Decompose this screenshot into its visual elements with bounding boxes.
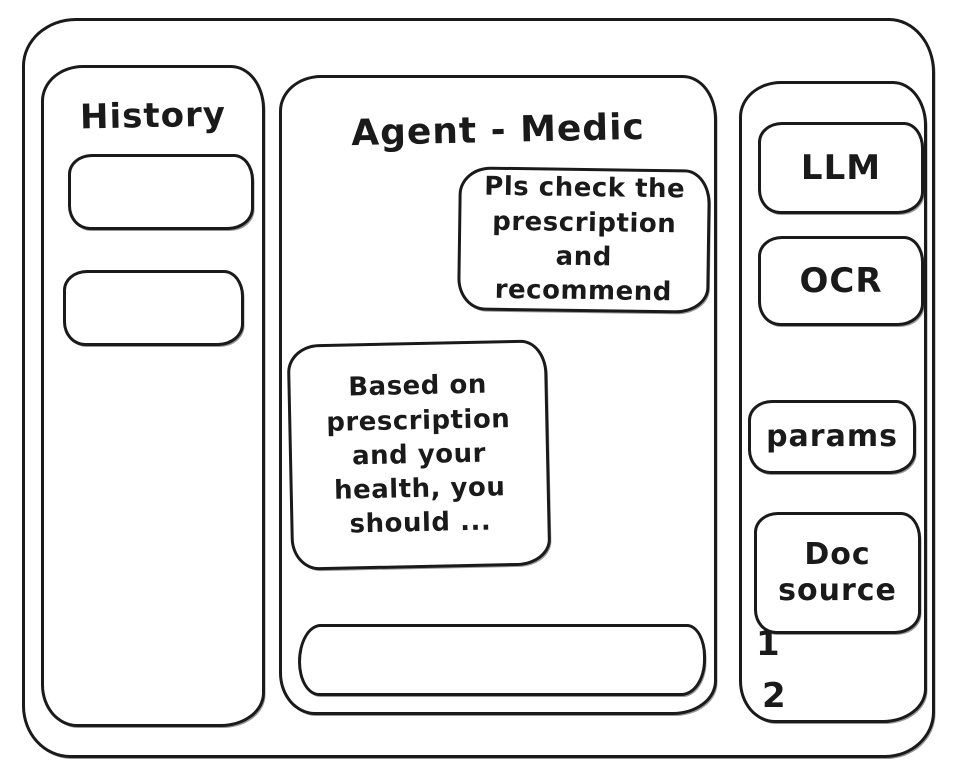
doc-source-button[interactable]: Doc source — [754, 512, 921, 634]
app-window-frame: History Agent - Medic Pls check the pres… — [22, 18, 935, 758]
chat-title: Agent - Medic — [350, 106, 646, 155]
params-button[interactable]: params — [748, 400, 916, 474]
tools-sidebar: LLM OCR params Doc source 1 2 — [739, 81, 927, 723]
user-message-bubble: Pls check the prescription and recommend — [457, 166, 711, 314]
llm-button[interactable]: LLM — [758, 122, 924, 214]
history-item[interactable] — [68, 154, 254, 230]
annotation-number-2: 2 — [762, 676, 786, 716]
agent-message-bubble: Based on prescription and your health, y… — [286, 339, 552, 571]
message-input[interactable] — [298, 624, 706, 696]
ocr-button[interactable]: OCR — [758, 236, 924, 326]
annotation-number-1: 1 — [756, 624, 780, 664]
history-item[interactable] — [63, 270, 244, 346]
chat-panel: Agent - Medic Pls check the prescription… — [279, 75, 717, 715]
history-sidebar: History — [41, 65, 265, 727]
history-title: History — [79, 94, 227, 138]
